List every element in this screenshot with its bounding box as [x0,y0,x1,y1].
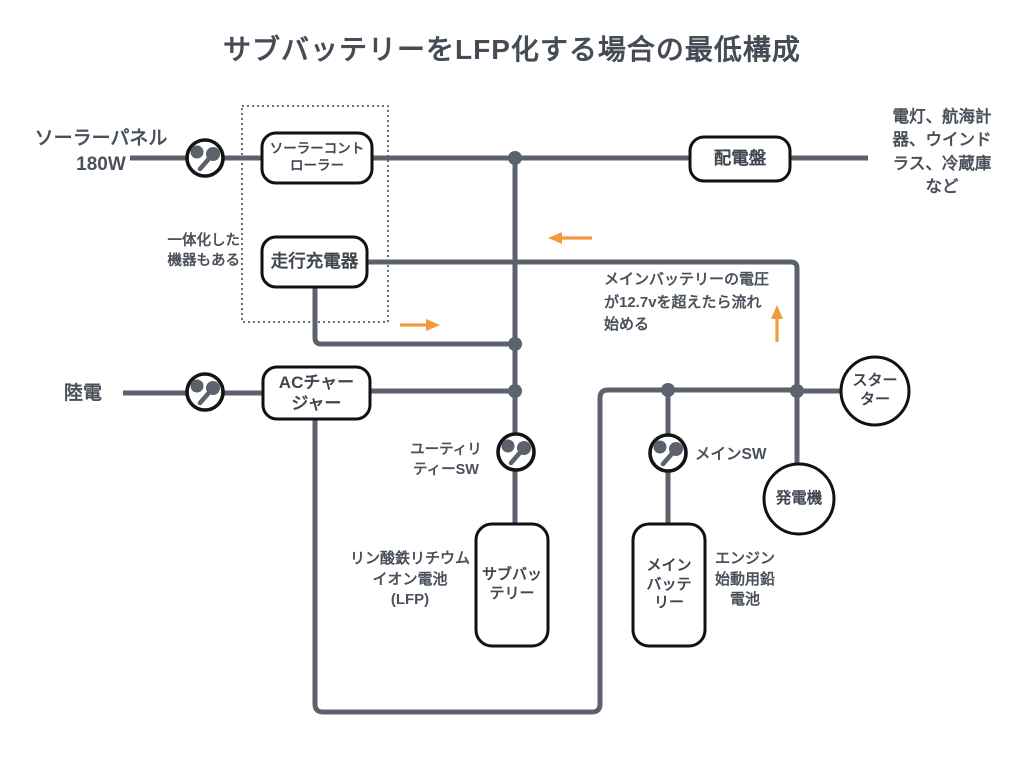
solar-controller-label: ソーラーコント ローラー [269,141,365,173]
solar-breaker-switch-icon [187,140,223,176]
starter-label: スター ター [852,372,898,408]
lead-battery-note-label: エンジン 始動用鉛 電池 [714,550,775,609]
integrated-note-label: 一体化した 機器もある [167,233,241,269]
voltage-note-label: メインバッテリーの電圧 が12.7vを超えたら流れ 始める [604,271,770,333]
junction-dot [508,337,522,351]
junction-dot [508,384,522,398]
main-switch-label: メインSW [695,446,767,463]
ac-charger-box [261,365,372,421]
wire-accharger-bottom-loop [312,387,797,715]
main-battery-box [631,522,707,648]
diagram-title: サブバッテリーをLFP化する場合の最低構成 [223,34,801,65]
dcdc-charger-label: 走行充電器 [270,251,359,272]
starter-circle [839,355,911,427]
main-switch-icon [650,435,686,471]
junction-dot [661,383,675,397]
flow-arrow-up-icon [771,305,783,342]
solar-panel-label: ソーラーパネル 180W [34,128,168,176]
utility-switch-icon [498,434,534,470]
shore-power-label: 陸電 [63,383,102,404]
generator-circle [762,462,836,536]
sub-battery-box [474,522,550,648]
wire-dcdc-to-trunk [312,287,515,347]
distribution-board-box [688,135,792,183]
dcdc-charger-box [260,235,369,289]
generator-label: 発電機 [775,490,823,508]
utility-switch-label: ユーティリ ティーSW [410,442,482,478]
shore-breaker-switch-icon [187,374,223,410]
flow-arrow-right-icon [400,319,440,331]
ac-charger-label: ACチャー ジャー [278,372,355,413]
distribution-board-label: 配電盤 [713,148,767,169]
junction-dot [790,384,804,398]
flow-arrow-left-icon [548,232,592,244]
loads-note-label: 電灯、航海計 器、ウインド ラス、冷蔵庫 など [892,108,992,197]
main-battery-label: メイン バッテ リー [646,556,692,612]
lfp-note-label: リン酸鉄リチウム イオン電池 (LFP) [350,550,471,609]
junction-dot [508,151,522,165]
solar-controller-box [260,131,374,185]
wire-dcdc-to-generator [367,259,800,464]
integrated-devices-group-box [241,105,389,323]
sub-battery-label: サブバッ テリー [481,566,542,602]
junction-dots [508,151,804,398]
